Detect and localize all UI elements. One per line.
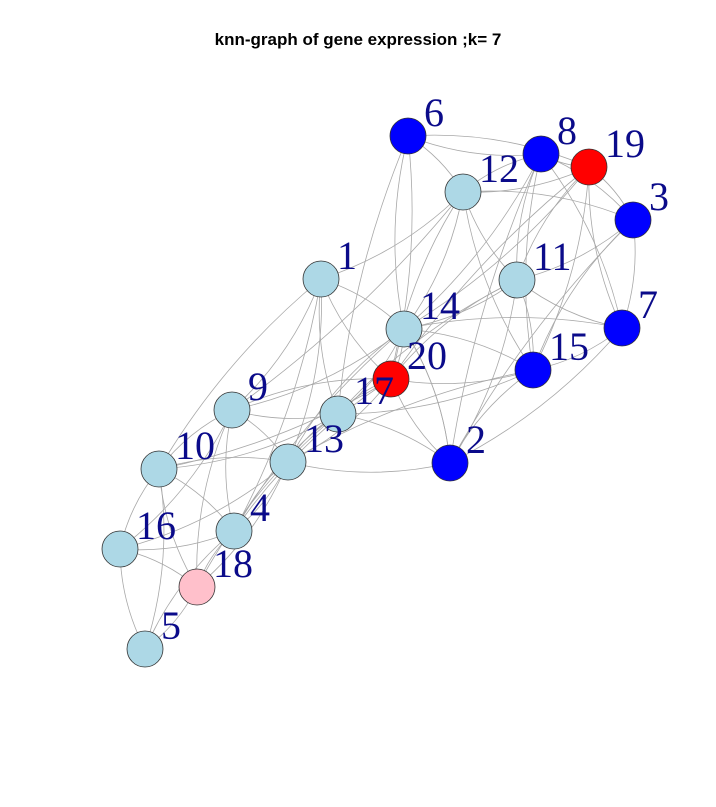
node-label-16: 16 <box>136 503 176 548</box>
node-12 <box>444 173 482 211</box>
edge-10-5 <box>144 468 165 650</box>
node-10 <box>140 450 178 488</box>
edge-1-13 <box>287 278 322 463</box>
node-11 <box>498 261 536 299</box>
edge-9-18 <box>196 409 233 588</box>
edge-12-3 <box>462 190 634 221</box>
node-label-4: 4 <box>250 485 270 530</box>
node-7 <box>603 309 641 347</box>
edge-19-15 <box>532 166 590 371</box>
node-15 <box>514 351 552 389</box>
node-1 <box>302 260 340 298</box>
node-label-6: 6 <box>424 90 444 135</box>
edge-20-9 <box>231 378 392 411</box>
node-label-18: 18 <box>213 541 253 586</box>
node-4 <box>215 512 253 550</box>
edge-6-19 <box>407 134 590 168</box>
edge-1-9 <box>231 278 322 411</box>
edge-13-16 <box>119 461 289 550</box>
edge-20-10 <box>158 378 392 470</box>
edge-9-16 <box>119 409 233 550</box>
node-label-7: 7 <box>638 282 658 327</box>
edge-6-17 <box>337 135 409 415</box>
node-8 <box>522 135 560 173</box>
node-label-11: 11 <box>533 234 572 279</box>
edge-12-1 <box>320 191 464 280</box>
node-label-19: 19 <box>605 121 645 166</box>
node-3 <box>614 201 652 239</box>
node-label-15: 15 <box>549 324 589 369</box>
edge-11-17 <box>337 279 518 415</box>
edge-6-14 <box>394 135 409 330</box>
edge-8-2 <box>449 153 542 464</box>
node-5 <box>126 630 164 668</box>
node-label-2: 2 <box>466 417 486 462</box>
node-20 <box>372 360 410 398</box>
node-14 <box>385 310 423 348</box>
node-label-12: 12 <box>479 146 519 191</box>
node-6 <box>389 117 427 155</box>
edge-7-2 <box>449 327 623 464</box>
node-layer <box>101 117 652 668</box>
node-17 <box>319 395 357 433</box>
node-label-13: 13 <box>304 416 344 461</box>
edge-19-7 <box>588 166 623 329</box>
edge-13-2 <box>287 461 451 473</box>
edge-17-10 <box>158 413 339 470</box>
node-label-14: 14 <box>420 283 460 328</box>
node-label-20: 20 <box>407 333 447 378</box>
edge-7-14 <box>403 317 623 330</box>
edge-1-4 <box>233 278 322 532</box>
edge-1-10 <box>158 278 322 470</box>
node-label-3: 3 <box>649 174 669 219</box>
node-9 <box>213 391 251 429</box>
node-label-10: 10 <box>175 423 215 468</box>
edge-14-9 <box>231 328 405 411</box>
graph-title: knn-graph of gene expression ;k= 7 <box>214 30 502 49</box>
edge-8-7 <box>540 153 623 329</box>
edge-19-20 <box>390 166 590 380</box>
edge-12-20 <box>390 191 464 380</box>
edge-8-14 <box>403 153 542 330</box>
node-label-1: 1 <box>337 233 357 278</box>
node-label-5: 5 <box>161 603 181 648</box>
node-2 <box>431 444 469 482</box>
edge-6-20 <box>390 135 413 380</box>
edge-8-15 <box>525 153 542 371</box>
node-19 <box>570 148 608 186</box>
edge-12-9 <box>231 191 464 411</box>
edge-20-4 <box>233 378 392 532</box>
edge-6-8 <box>407 135 542 156</box>
edge-19-14 <box>403 166 590 330</box>
node-label-17: 17 <box>354 368 394 413</box>
node-18 <box>178 568 216 606</box>
node-16 <box>101 530 139 568</box>
edge-17-18 <box>196 413 339 588</box>
edge-15-2 <box>449 369 534 464</box>
node-13 <box>269 443 307 481</box>
node-label-8: 8 <box>557 108 577 153</box>
node-label-9: 9 <box>248 364 268 409</box>
edge-12-15 <box>462 191 534 371</box>
